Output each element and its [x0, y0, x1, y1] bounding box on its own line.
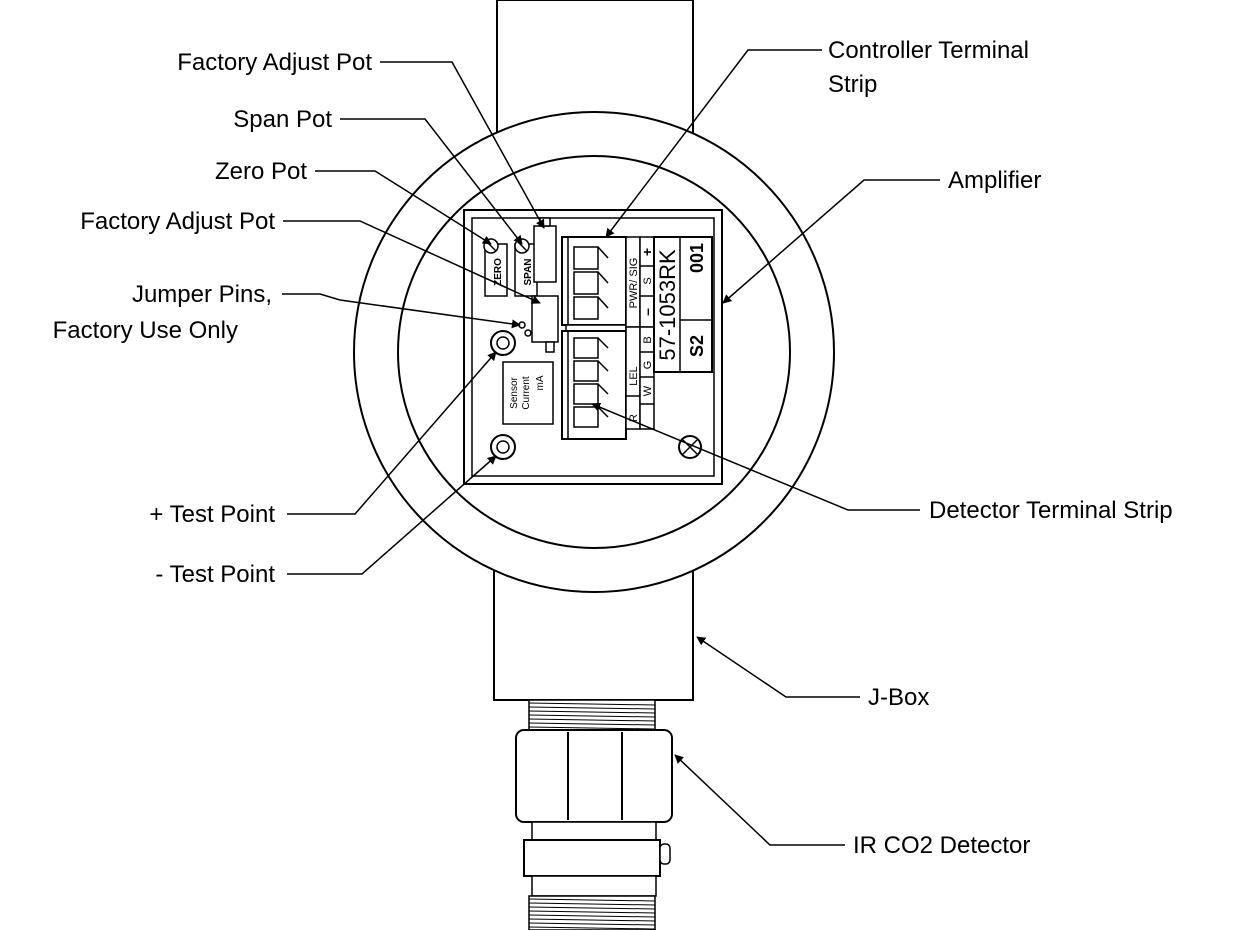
- thread-line: [528, 914, 656, 918]
- leader-minus-test-point: [287, 455, 497, 575]
- callout-amplifier: Amplifier: [948, 167, 1041, 194]
- sensor-line1: Sensor: [509, 376, 520, 408]
- thread-line: [528, 906, 656, 910]
- callout-controller-terminal-line1: Controller Terminal: [828, 37, 1029, 64]
- sensor-current-box: Sensor Current mA: [502, 361, 554, 425]
- terminal-labels: PWR/ SIG + S – B G LEL W R: [625, 236, 655, 430]
- leader-factory-adjust-pot-top: [380, 61, 545, 229]
- b-terminal-label: B: [642, 336, 654, 343]
- thread-line: [528, 710, 656, 714]
- detector-housing: [523, 821, 671, 897]
- amplifier-board: ZERO SPAN: [463, 209, 723, 485]
- zero-pot: ZERO: [483, 238, 508, 297]
- controller-terminal-block: [561, 236, 627, 332]
- sensor-line2: Current: [521, 376, 532, 410]
- r-terminal-label: R: [628, 414, 640, 422]
- callout-factory-adjust-pot-top: Factory Adjust Pot: [177, 49, 372, 76]
- leader-detector-terminal: [591, 402, 920, 511]
- detector-terminal-block: [561, 330, 627, 440]
- pwr-sig-label: PWR/ SIG: [628, 258, 640, 309]
- lower-threads: [528, 895, 656, 930]
- callout-controller-terminal-line2: Strip: [828, 71, 877, 98]
- plus-terminal-label: +: [639, 248, 655, 256]
- minus-test-point: [490, 434, 516, 460]
- code-001: 001: [687, 243, 707, 273]
- part-number-label: 57-1053RK 001 S2: [653, 236, 713, 373]
- factory-adjust-pot-top: [533, 217, 557, 283]
- part-number: 57-1053RK: [655, 249, 680, 361]
- g-terminal-label: G: [642, 361, 654, 370]
- thread-line: [528, 702, 656, 706]
- thread-line: [528, 902, 656, 906]
- span-pot-label: SPAN: [523, 258, 534, 285]
- thread-line: [528, 718, 656, 722]
- leader-span-pot: [340, 118, 523, 245]
- callout-plus-test-point: + Test Point: [149, 501, 275, 528]
- thread-line: [528, 922, 656, 926]
- callout-j-box: J-Box: [868, 684, 929, 711]
- callout-ir-co2-detector: IR CO2 Detector: [853, 832, 1030, 859]
- leader-j-box: [696, 636, 860, 698]
- callout-labels: Factory Adjust Pot Span Pot Zero Pot Fac…: [53, 37, 1173, 859]
- thread-line: [528, 714, 656, 718]
- leader-zero-pot: [315, 170, 492, 245]
- thread-line: [528, 918, 656, 922]
- callout-span-pot: Span Pot: [233, 106, 332, 133]
- hex-nut: [515, 729, 673, 823]
- leader-factory-adjust-pot-mid: [283, 220, 541, 304]
- thread-line: [528, 898, 656, 902]
- thread-line: [528, 706, 656, 710]
- zero-pot-label: ZERO: [493, 258, 504, 286]
- callout-factory-adjust-pot-mid: Factory Adjust Pot: [80, 208, 275, 235]
- thread-line: [528, 926, 656, 930]
- lel-label: LEL: [628, 366, 640, 386]
- callout-jumper-pins-line1: Jumper Pins,: [132, 281, 272, 308]
- leader-ir-co2-detector: [674, 754, 845, 846]
- upper-threads: [528, 699, 656, 731]
- code-s2: S2: [687, 335, 707, 357]
- ir-detector-body: [515, 699, 673, 930]
- sensor-line3: mA: [535, 375, 546, 390]
- leader-amplifier: [722, 179, 940, 304]
- plus-test-point: [490, 330, 516, 356]
- thread-line: [528, 910, 656, 914]
- s-terminal-label: S: [642, 277, 654, 284]
- minus-terminal-label: –: [639, 308, 655, 316]
- callout-minus-test-point: - Test Point: [155, 561, 275, 588]
- leader-plus-test-point: [287, 351, 497, 515]
- thread-line: [528, 726, 656, 730]
- leader-controller-terminal: [605, 49, 822, 238]
- callout-zero-pot: Zero Pot: [215, 158, 307, 185]
- callout-leaders: [282, 49, 940, 846]
- callout-detector-terminal-strip: Detector Terminal Strip: [929, 497, 1173, 524]
- w-terminal-label: W: [642, 385, 654, 396]
- thread-line: [528, 722, 656, 726]
- callout-jumper-pins-line2: Factory Use Only: [53, 317, 238, 344]
- leader-jumper-pins: [282, 293, 521, 329]
